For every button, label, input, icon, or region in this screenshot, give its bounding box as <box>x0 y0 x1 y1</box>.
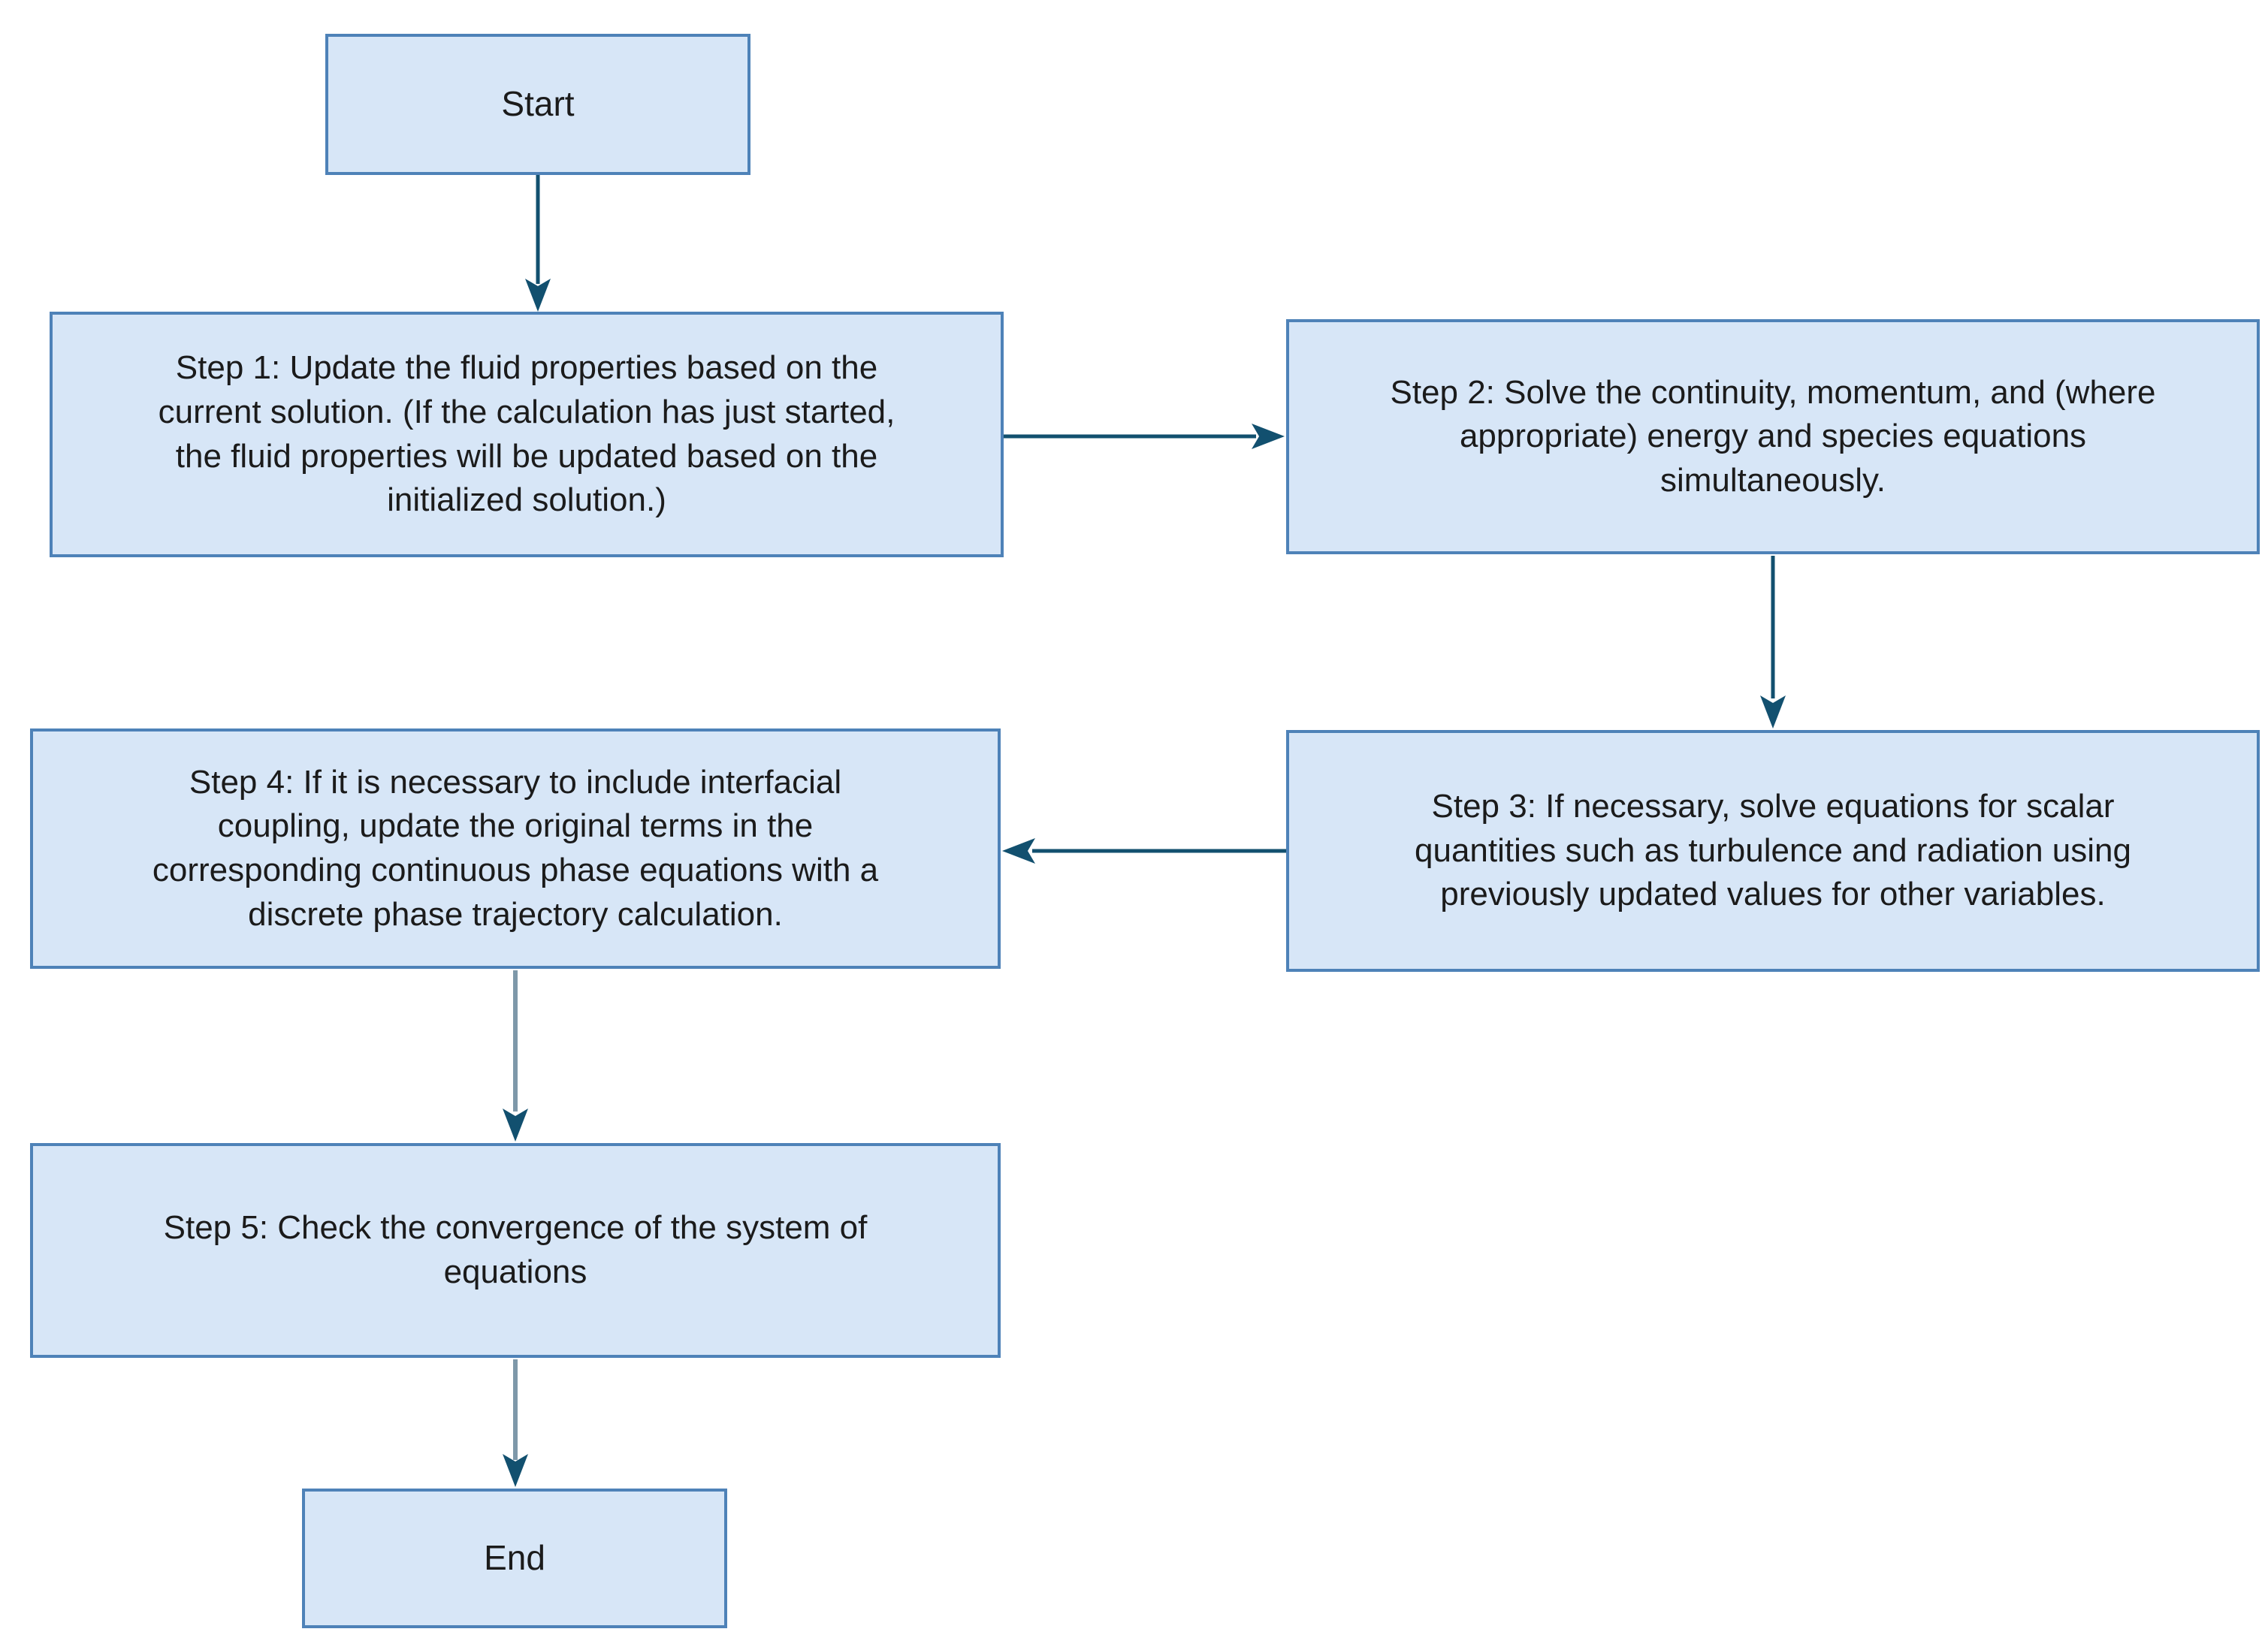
arrowhead-left-icon <box>1002 838 1035 864</box>
arrow-step4-to-step5 <box>503 970 528 1142</box>
node-step2-label: Step 2: Solve the continuity, momentum, … <box>1390 373 2156 499</box>
node-step1: Step 1: Update the fluid properties base… <box>50 312 1004 557</box>
arrowhead-down-icon <box>503 1454 528 1487</box>
arrow-step2-to-step3 <box>1760 556 1786 728</box>
arrow-step3-to-step4 <box>1002 838 1286 864</box>
node-step1-label: Step 1: Update the fluid properties base… <box>158 349 895 519</box>
arrowhead-down-icon <box>525 279 551 312</box>
node-step4-label: Step 4: If it is necessary to include in… <box>152 763 879 933</box>
arrow-start-to-step1 <box>525 175 551 312</box>
arrowhead-down-icon <box>1760 695 1786 728</box>
node-step4: Step 4: If it is necessary to include in… <box>30 728 1001 969</box>
arrowhead-right-icon <box>1252 424 1285 449</box>
arrowhead-down-icon <box>503 1109 528 1142</box>
arrow-step1-to-step2 <box>1004 424 1285 449</box>
node-start: Start <box>325 34 750 175</box>
node-step3: Step 3: If necessary, solve equations fo… <box>1286 730 2260 972</box>
node-step5: Step 5: Check the convergence of the sys… <box>30 1143 1001 1358</box>
node-end: End <box>302 1489 727 1628</box>
node-step3-label: Step 3: If necessary, solve equations fo… <box>1415 788 2131 913</box>
node-step2: Step 2: Solve the continuity, momentum, … <box>1286 319 2260 554</box>
node-end-label: End <box>484 1538 545 1578</box>
arrow-step5-to-end <box>503 1359 528 1487</box>
node-start-label: Start <box>501 84 575 124</box>
node-step5-label: Step 5: Check the convergence of the sys… <box>163 1209 868 1290</box>
